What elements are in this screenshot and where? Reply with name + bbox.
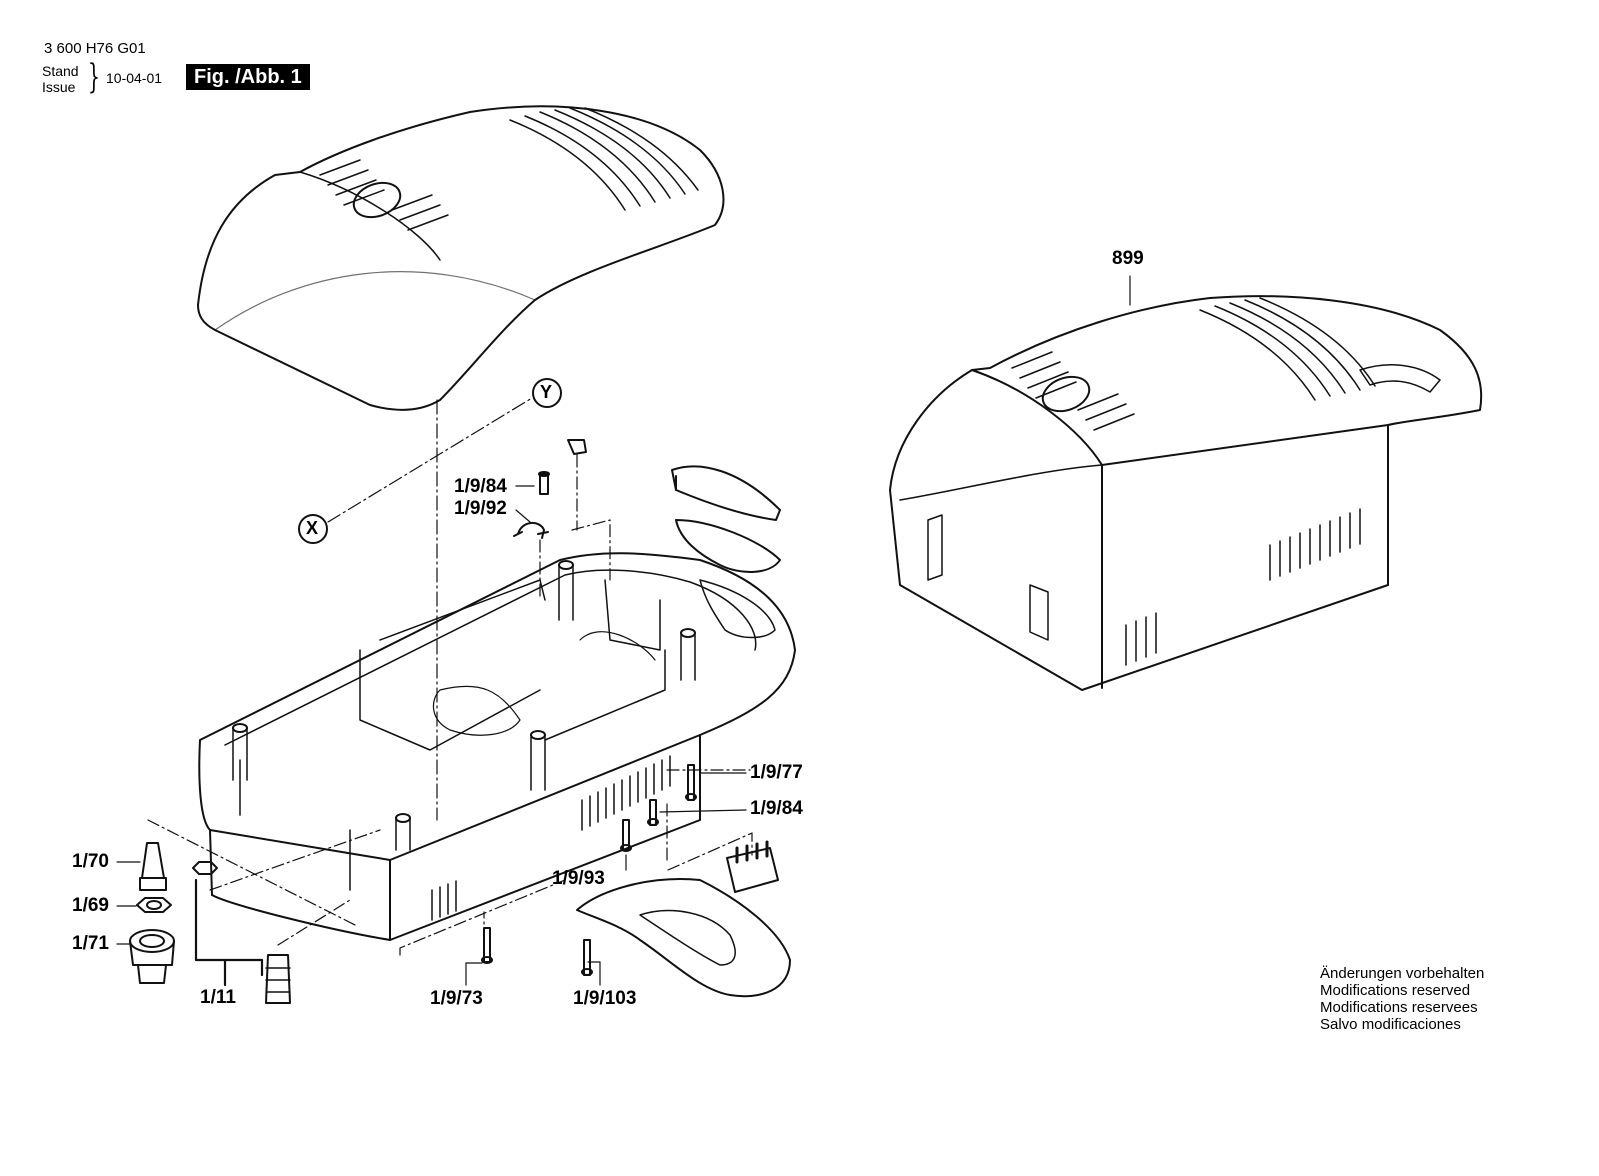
- assembly-axes: [327, 397, 533, 821]
- callout-1-9-84-side: 1/9/84: [750, 798, 803, 819]
- marker-y-label: Y: [540, 382, 553, 402]
- hose-fittings: [129, 842, 291, 1004]
- callout-1-9-73: 1/9/73: [430, 988, 483, 1009]
- callout-1-9-93: 1/9/93: [552, 868, 605, 889]
- issue-label: Issue: [42, 79, 76, 95]
- callout-1-9-103: 1/9/103: [573, 988, 637, 1009]
- modification-notes: Änderungen vorbehalten Modifications res…: [1320, 965, 1484, 1033]
- marker-x: [298, 514, 328, 544]
- callout-1-69: 1/69: [72, 895, 109, 916]
- stand-label: Stand: [42, 63, 79, 79]
- top-cover: [197, 105, 725, 411]
- assembled-unit: [889, 295, 1483, 691]
- issue-date: 10-04-01: [106, 70, 163, 86]
- small-parts-top: [513, 439, 781, 573]
- callout-899: 899: [1112, 248, 1144, 269]
- note-fr: Modifications reservees: [1320, 999, 1478, 1016]
- callout-1-9-77: 1/9/77: [750, 762, 803, 783]
- marker-y: [532, 378, 562, 408]
- note-de: Änderungen vorbehalten: [1320, 965, 1485, 982]
- callout-1-11: 1/11: [200, 987, 236, 1008]
- leader-dash-lines: [147, 454, 753, 956]
- note-en: Modifications reserved: [1320, 982, 1471, 999]
- marker-x-label: X: [306, 518, 319, 538]
- connector-and-foot: [576, 840, 791, 998]
- callout-1-9-92: 1/9/92: [454, 498, 507, 519]
- callout-1-71: 1/71: [72, 933, 109, 954]
- note-es: Salvo modificaciones: [1320, 1016, 1461, 1033]
- part-number: 3 600 H76 G01: [44, 40, 146, 57]
- base-housing: [198, 552, 796, 941]
- brace-glyph: }: [88, 57, 100, 97]
- stand-issue-labels: Stand Issue: [42, 63, 79, 95]
- callout-1-9-84-top: 1/9/84: [454, 476, 507, 497]
- callout-leaders: [116, 275, 1131, 986]
- callout-1-70: 1/70: [72, 851, 109, 872]
- side-screws: [481, 764, 697, 976]
- figure-label: Fig. /Abb. 1: [186, 64, 310, 90]
